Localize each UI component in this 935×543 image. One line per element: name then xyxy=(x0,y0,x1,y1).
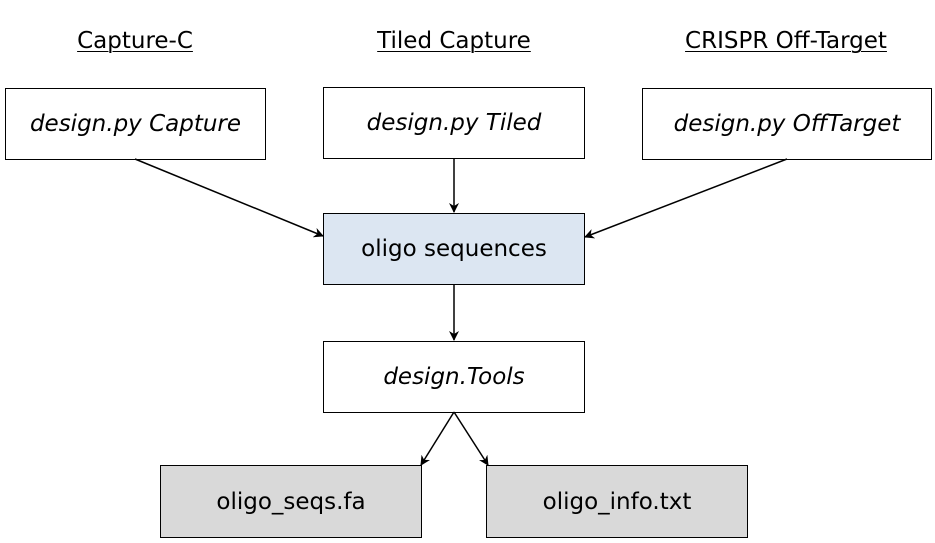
box-design-offtarget-label: design.py OffTarget xyxy=(673,111,901,137)
box-oligo-sequences: oligo sequences xyxy=(323,213,585,285)
box-design-tools-label: design.Tools xyxy=(383,364,525,390)
box-oligo-info-txt-label: oligo_info.txt xyxy=(542,488,692,515)
arrow-tools-to-seqs xyxy=(420,411,455,466)
box-design-tools: design.Tools xyxy=(323,341,585,413)
box-oligo-seqs-fa: oligo_seqs.fa xyxy=(160,465,422,538)
arrow-offtarget-to-oligo xyxy=(584,158,788,239)
box-oligo-seqs-fa-label: oligo_seqs.fa xyxy=(216,488,366,515)
box-design-tiled: design.py Tiled xyxy=(323,87,585,159)
box-oligo-info-txt: oligo_info.txt xyxy=(486,465,748,538)
box-design-tiled-label: design.py Tiled xyxy=(366,110,542,136)
box-design-offtarget: design.py OffTarget xyxy=(642,88,932,160)
heading-capture-c: Capture-C xyxy=(77,28,193,54)
heading-tiled-capture: Tiled Capture xyxy=(377,28,531,54)
arrow-tools-to-info xyxy=(453,411,489,466)
box-design-capture-label: design.py Capture xyxy=(29,111,242,137)
box-oligo-sequences-label: oligo sequences xyxy=(361,236,547,262)
arrow-capture-to-oligo xyxy=(134,158,324,238)
box-design-capture: design.py Capture xyxy=(5,88,266,160)
heading-crispr-off-target: CRISPR Off-Target xyxy=(685,28,887,54)
